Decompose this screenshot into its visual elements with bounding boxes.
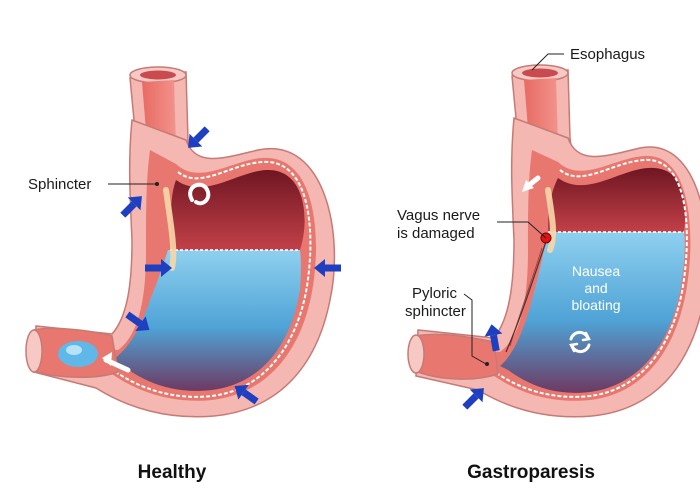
vagus-label-line-1: Vagus nerve: [397, 207, 480, 224]
healthy-gastric-fluid: [110, 250, 301, 391]
vagus-label-line-2: is damaged: [397, 225, 475, 242]
vagus-nerve: [505, 235, 549, 353]
healthy-contraction-arrows: [120, 126, 341, 405]
arrow-icon: [145, 259, 172, 277]
pyloric-label-line-2: sphincter: [405, 303, 466, 320]
arrow-icon: [188, 126, 210, 148]
symptom-line-1: Nausea: [572, 263, 620, 279]
esophagus-label: Esophagus: [570, 46, 645, 63]
arrow-icon: [314, 259, 341, 277]
arrow-icon: [234, 384, 259, 405]
arrow-icon: [484, 324, 503, 352]
gastroparesis-caption: Gastroparesis: [467, 462, 595, 483]
healthy-swirl-icon: [188, 182, 211, 206]
arrow-icon: [125, 311, 150, 332]
symptom-line-3: bloating: [571, 297, 620, 313]
arrow-icon: [462, 388, 484, 410]
arrow-icon: [120, 196, 142, 218]
pyloric-arrows: [462, 324, 503, 410]
cycle-arrows-icon: [569, 330, 591, 354]
gastroparesis-stomach: [407, 64, 700, 418]
pyloric-label-line-1: Pyloric: [412, 285, 458, 302]
healthy-caption: Healthy: [138, 462, 207, 483]
gastroparesis-gastric-fluid: [500, 232, 685, 393]
symptom-line-2: and: [584, 280, 607, 296]
healthy-stomach: [25, 66, 336, 418]
sphincter-label: Sphincter: [28, 176, 91, 193]
gastroparesis-duodenum: [415, 333, 499, 380]
